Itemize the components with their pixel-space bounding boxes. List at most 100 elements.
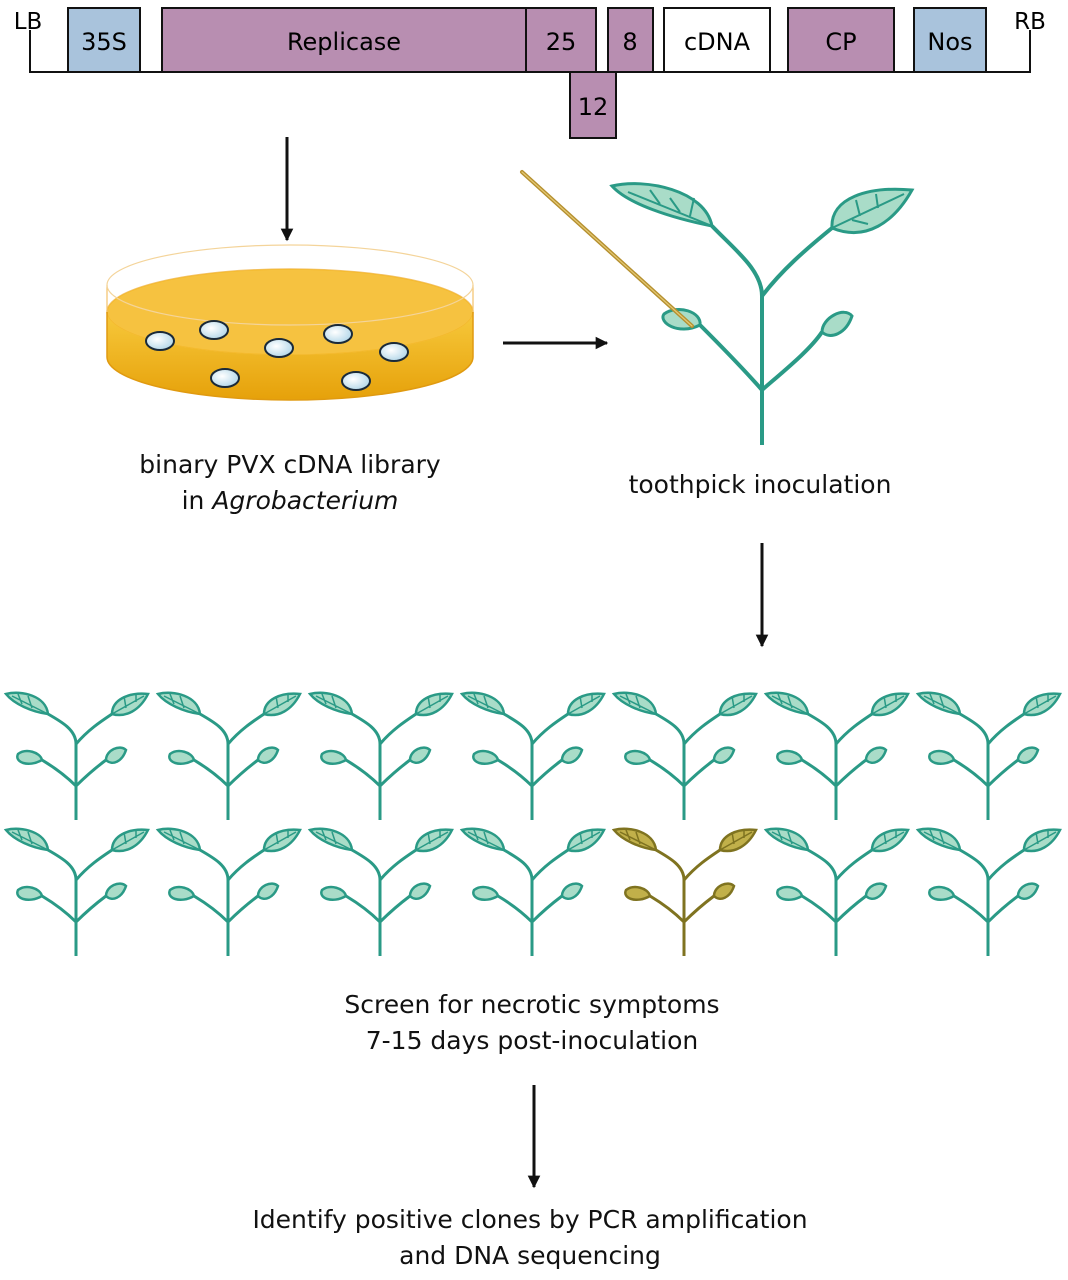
inoculation-caption: toothpick inoculation — [560, 467, 960, 503]
organism-name: Agrobacterium — [212, 486, 399, 515]
plant-r2-c6-stem — [801, 848, 873, 956]
necrotic-plant-r2-c5-leaf-lr — [712, 882, 736, 900]
dish-lid-rim — [106, 244, 474, 326]
plant-grid — [3, 691, 1062, 956]
colony-2 — [199, 320, 229, 340]
plant-r2-c1-leaf-lr — [104, 882, 128, 900]
colony-4 — [323, 324, 353, 344]
screen-caption-line-2: 7-15 days post-inoculation — [365, 1026, 699, 1055]
segment-cp-label: CP — [825, 28, 856, 56]
plant-r1-c6-leaf-ll — [776, 749, 804, 765]
plant-r2-c6-leaf-ll — [776, 885, 804, 901]
right-border-label: RB — [1014, 9, 1046, 35]
segment-cp-box — [787, 7, 895, 73]
plant-r1-c6 — [763, 691, 910, 820]
plant-r1-c6-leaf-lr — [864, 746, 888, 764]
left-border-label: LB — [14, 9, 43, 35]
plant-r1-c5-leaf-lr — [712, 746, 736, 764]
plant-r1-c2 — [155, 691, 302, 820]
toothpick-highlight — [521, 171, 693, 327]
plant-r1-c1-veins — [11, 693, 145, 715]
plant-r1-c7-leaf-ll — [928, 749, 956, 765]
plant-r2-c3-leaf-lr — [408, 882, 432, 900]
identify-caption: Identify positive clones by PCR amplific… — [160, 1202, 900, 1274]
plant-r2-c6-leaf-lr — [864, 882, 888, 900]
dish-wall — [106, 312, 474, 401]
plant-r1-c4-veins — [467, 693, 601, 715]
plant-r2-c4 — [459, 827, 606, 956]
bacterial-colonies — [145, 320, 409, 391]
plant-r2-c7-veins — [923, 829, 1057, 851]
segment-nos-box — [913, 7, 987, 73]
large-leaf-lower-right — [820, 310, 854, 337]
large-plant-icon — [520, 170, 915, 445]
plant-r1-c6-veins — [771, 693, 905, 715]
vector-construct: 35S Replicase 25 12 8 cDNA — [14, 7, 1046, 139]
plant-r2-c1-stem — [41, 848, 113, 956]
plant-r1-c5-stem — [649, 712, 721, 820]
segment-25-label: 25 — [546, 28, 577, 56]
plant-r2-c2 — [155, 827, 302, 956]
screen-caption-line-1: Screen for necrotic symptoms — [344, 990, 720, 1019]
segment-replicase: Replicase — [161, 7, 527, 73]
segment-cdna-label: cDNA — [684, 28, 751, 56]
plant-r1-c5-leaf-ll — [624, 749, 652, 765]
plant-r2-c2-leaf-lr — [256, 882, 280, 900]
segment-nos: Nos — [913, 7, 987, 73]
plant-r1-c1-stem — [41, 712, 113, 820]
plant-r1-c3-leaf-lr — [408, 746, 432, 764]
plant-r1-c5-veins — [619, 693, 753, 715]
plant-r1-c2-leaf-ll — [168, 749, 196, 765]
plant-r2-c1 — [3, 827, 150, 956]
inoculation-caption-text: toothpick inoculation — [628, 470, 892, 499]
plant-r1-c1 — [3, 691, 150, 820]
library-caption-line-1: binary PVX cDNA library — [139, 450, 441, 479]
necrotic-plant-r2-c5-stem — [649, 848, 721, 956]
colony-1 — [145, 331, 175, 351]
plant-r2-c2-veins — [163, 829, 297, 851]
plant-r2-c2-leaf-ll — [168, 885, 196, 901]
plant-r2-c2-stem — [193, 848, 265, 956]
library-caption-line-2: in Agrobacterium — [60, 483, 520, 519]
segment-12-label: 12 — [578, 93, 609, 121]
identify-caption-line-2: and DNA sequencing — [399, 1241, 661, 1270]
segment-35s-box — [67, 7, 141, 73]
necrotic-plant-r2-c5-leaf-ll — [624, 885, 652, 901]
segment-replicase-box — [161, 7, 527, 73]
plant-r1-c3 — [307, 691, 454, 820]
plant-r2-c7-leaf-ll — [928, 885, 956, 901]
plant-r2-c7-leaf-lr — [1016, 882, 1040, 900]
segment-cdna: cDNA — [663, 7, 771, 73]
plant-r2-c3-stem — [345, 848, 417, 956]
plant-r1-c3-leaf-ll — [320, 749, 348, 765]
necrotic-plant-r2-c5 — [611, 827, 758, 956]
segment-12: 12 — [569, 71, 617, 139]
plant-r2-c7-stem — [953, 848, 1025, 956]
plant-r2-c4-stem — [497, 848, 569, 956]
plant-r2-c4-leaf-lr — [560, 882, 584, 900]
plant-r2-c1-veins — [11, 829, 145, 851]
segment-12-box — [569, 71, 617, 139]
segment-35s-label: 35S — [81, 28, 127, 56]
identify-caption-line-1: Identify positive clones by PCR amplific… — [252, 1205, 808, 1234]
colony-7 — [341, 371, 371, 391]
plant-r1-c4-leaf-ll — [472, 749, 500, 765]
plant-r1-c1-leaf-lr — [104, 746, 128, 764]
colony-5 — [379, 342, 409, 362]
colony-3 — [264, 338, 294, 358]
plant-r2-c7 — [915, 827, 1062, 956]
segment-25-box — [525, 7, 597, 73]
plant-r2-c6 — [763, 827, 910, 956]
plant-r1-c4-leaf-lr — [560, 746, 584, 764]
plant-r1-c6-stem — [801, 712, 873, 820]
screen-caption: Screen for necrotic symptoms 7-15 days p… — [232, 987, 832, 1059]
plant-r1-c2-veins — [163, 693, 297, 715]
large-leaf-upper-right-vein — [831, 193, 905, 229]
plant-r1-c1-leaf-ll — [16, 749, 44, 765]
segment-cdna-box — [663, 7, 771, 73]
plant-r1-c7-stem — [953, 712, 1025, 820]
library-caption-prefix: in — [181, 486, 213, 515]
large-leaf-lower-left — [661, 308, 702, 331]
